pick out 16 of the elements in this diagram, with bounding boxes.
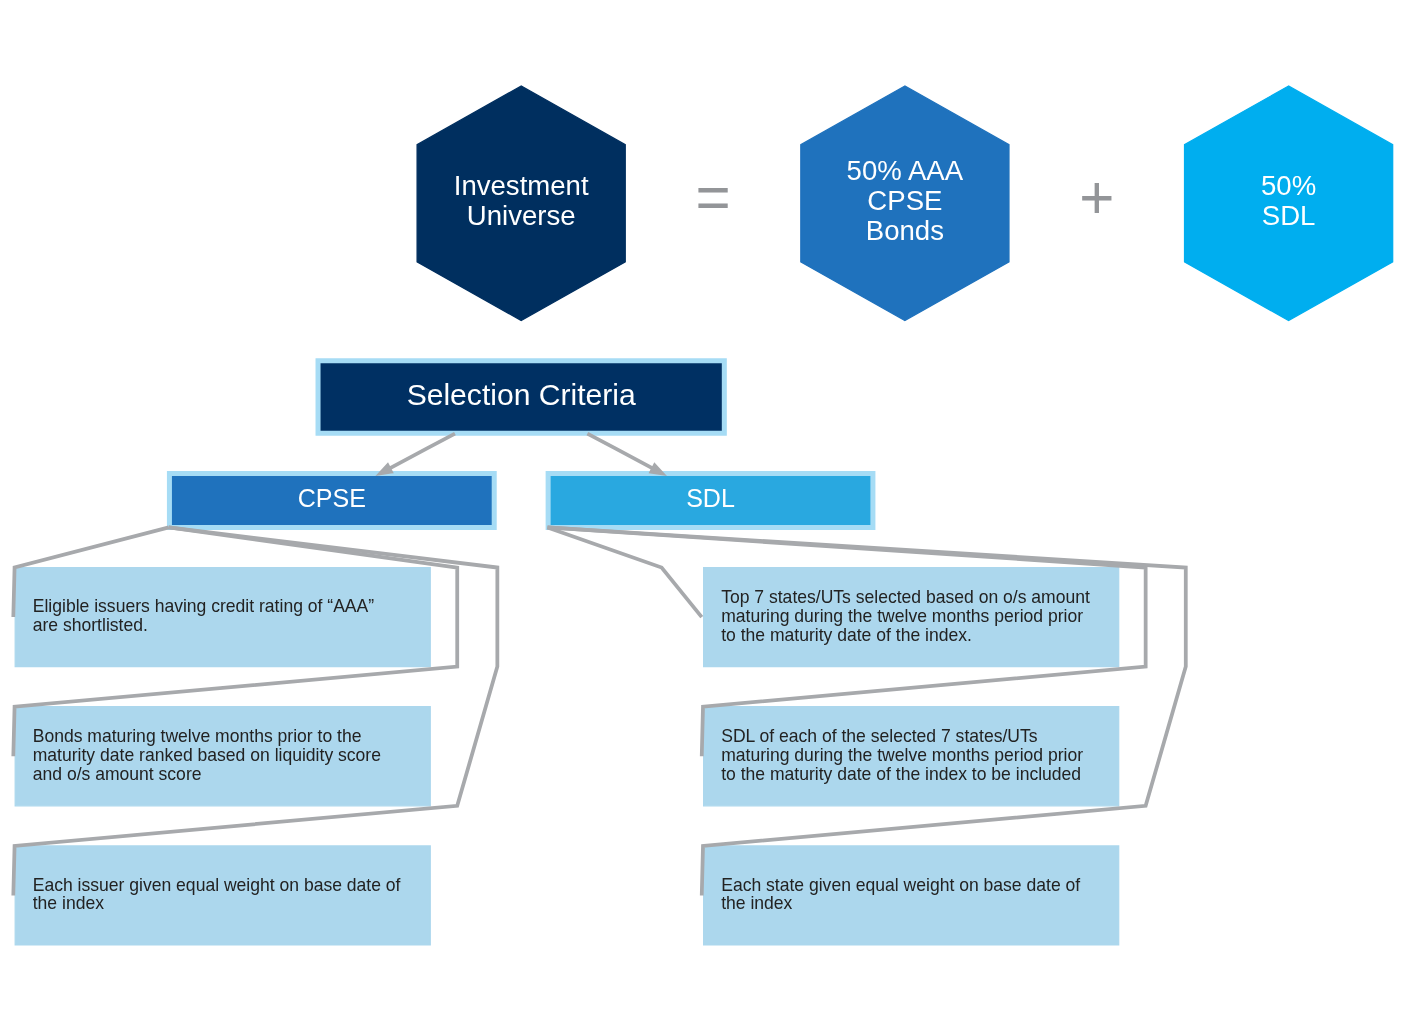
node-box: Bonds maturing twelve months prior to the maturity date ranked based on liquidity score and o/s amount score <box>14 706 431 807</box>
connector <box>11 525 460 757</box>
node-box: Selection Criteria <box>315 358 727 436</box>
node-box: Each state given equal weight on base date of the index <box>703 845 1120 946</box>
label: + <box>1079 164 1115 232</box>
node-box: Each issuer given equal weight on base date of the index <box>14 845 431 946</box>
node-box: CPSE <box>166 471 497 530</box>
node-box: Top 7 states/UTs selected based on o/s amount maturing during the twelve months period prior to the maturity date of the index. <box>703 566 1120 668</box>
node-box: Eligible issuers having credit rating of “AAA” are shortlisted. <box>14 566 431 668</box>
connector <box>547 525 1188 896</box>
node-box: SDL <box>545 471 876 530</box>
label: = <box>695 164 731 232</box>
arrow <box>375 431 456 476</box>
arrow <box>586 431 667 476</box>
node-box: SDL of each of the selected 7 states/UTs maturing during the twelve months period prior to the maturity date of the index to be included <box>703 706 1120 807</box>
connector <box>11 525 170 618</box>
